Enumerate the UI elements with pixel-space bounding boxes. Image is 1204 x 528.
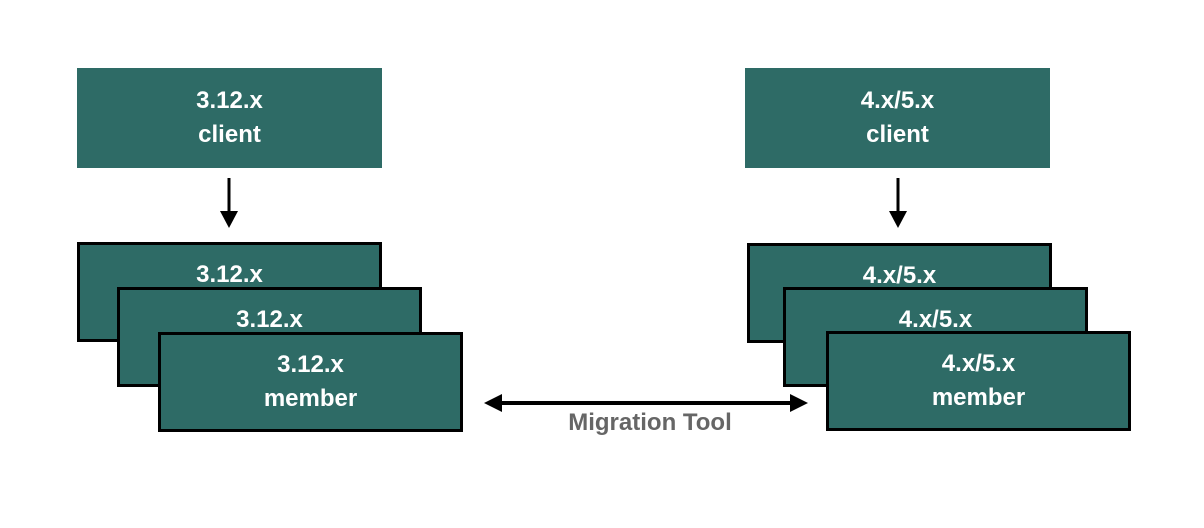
right-down-arrow-icon — [889, 178, 907, 228]
migration-tool-label: Migration Tool — [568, 409, 732, 436]
left-member-front-version: 3.12.x — [277, 351, 344, 378]
right-client-version: 4.x/5.x — [860, 87, 935, 114]
left-member-front-role: member — [263, 385, 358, 412]
left-member-back-version: 3.12.x — [196, 261, 263, 288]
right-member-front-role: member — [931, 384, 1026, 411]
right-member-front-version: 4.x/5.x — [941, 350, 1016, 377]
right-client-role: client — [866, 121, 929, 148]
right-client-box: 4.x/5.x client — [745, 68, 1050, 168]
right-member-box-front: 4.x/5.x member — [826, 331, 1131, 431]
left-client-box: 3.12.x client — [77, 68, 382, 168]
right-member-middle-version: 4.x/5.x — [898, 306, 973, 333]
left-client-role: client — [198, 121, 261, 148]
left-down-arrow-icon — [220, 178, 238, 228]
left-client-version: 3.12.x — [196, 87, 263, 114]
right-member-back-version: 4.x/5.x — [862, 262, 937, 289]
left-member-middle-version: 3.12.x — [236, 306, 303, 333]
left-member-box-front: 3.12.x member — [158, 332, 463, 432]
